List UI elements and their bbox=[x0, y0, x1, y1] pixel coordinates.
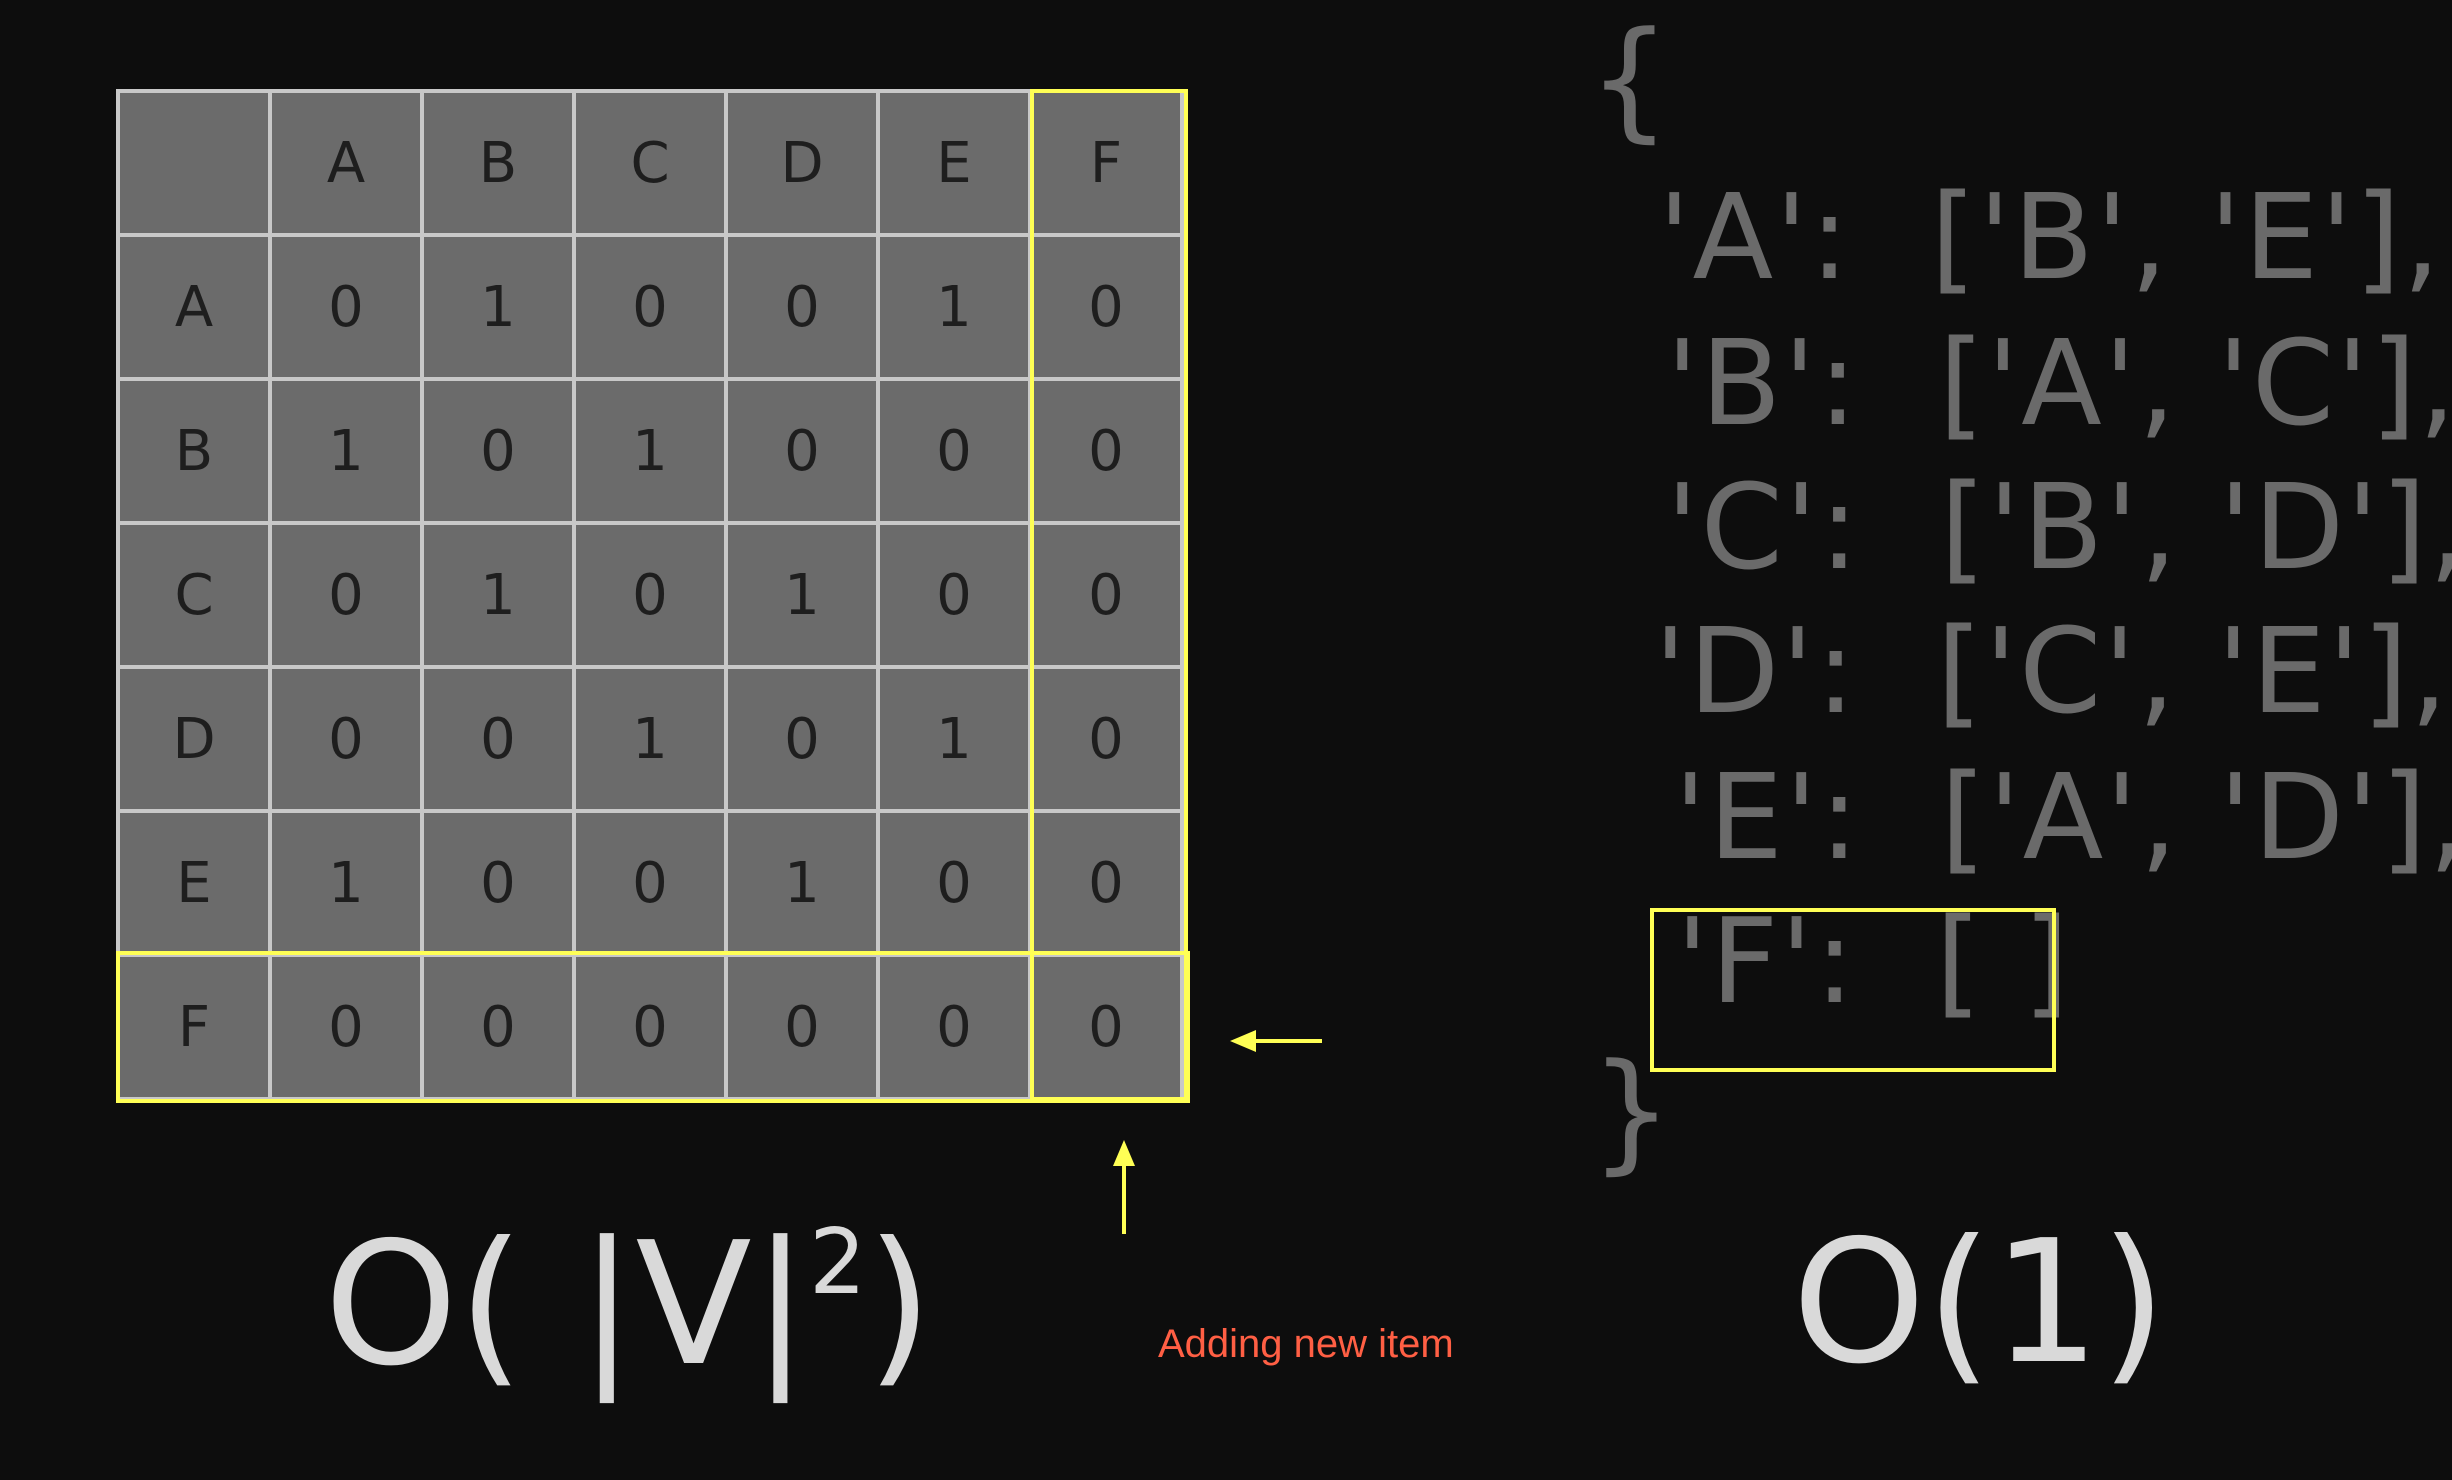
matrix-cell: 1 bbox=[724, 809, 880, 957]
matrix-row-header: D bbox=[116, 665, 272, 813]
matrix-row-header: C bbox=[116, 521, 272, 669]
matrix-column-header: F bbox=[1028, 89, 1184, 237]
matrix-cell: 0 bbox=[1028, 521, 1184, 669]
dict-entry-b: 'B': ['A', 'C'], bbox=[1666, 314, 2452, 452]
matrix-complexity: O( |V|2) bbox=[324, 1218, 933, 1391]
matrix-cell: 0 bbox=[876, 953, 1032, 1101]
matrix-cell: 0 bbox=[268, 665, 424, 813]
matrix-cell: 0 bbox=[724, 233, 880, 381]
matrix-cell: 1 bbox=[876, 665, 1032, 813]
matrix-complexity-exponent: 2 bbox=[809, 1210, 867, 1315]
adding-new-item-annotation: Adding new item bbox=[1158, 1322, 1454, 1366]
matrix-cell: 0 bbox=[420, 377, 576, 525]
matrix-complexity-suffix: ) bbox=[866, 1206, 933, 1404]
matrix-column-header: E bbox=[876, 89, 1032, 237]
matrix-cell: 0 bbox=[1028, 953, 1184, 1101]
dict-open-brace: { bbox=[1588, 3, 1671, 155]
matrix-column-header: C bbox=[572, 89, 728, 237]
matrix-row-header: A bbox=[116, 233, 272, 381]
matrix-cell: 0 bbox=[1028, 809, 1184, 957]
matrix-row-header: B bbox=[116, 377, 272, 525]
matrix-cell: 0 bbox=[420, 809, 576, 957]
dict-entry-a: 'A': ['B', 'E'], bbox=[1658, 168, 2443, 306]
matrix-cell: 0 bbox=[268, 953, 424, 1101]
left-arrow bbox=[1230, 1030, 1322, 1052]
matrix-cell: 1 bbox=[420, 233, 576, 381]
matrix-cell: 0 bbox=[420, 953, 576, 1101]
matrix-cell: 0 bbox=[876, 809, 1032, 957]
list-complexity: O(1) bbox=[1792, 1204, 2167, 1402]
matrix-cell: 1 bbox=[268, 809, 424, 957]
dict-entry-e: 'E': ['A', 'D'], bbox=[1674, 748, 2452, 886]
matrix-cell: 1 bbox=[724, 521, 880, 669]
matrix-cell: 0 bbox=[876, 521, 1032, 669]
dict-entry-d: 'D': ['C', 'E'], bbox=[1654, 602, 2450, 740]
matrix-cell: 0 bbox=[572, 233, 728, 381]
matrix-row-header: E bbox=[116, 809, 272, 957]
dict-entry-f: 'F': [ ] bbox=[1676, 892, 2072, 1030]
matrix-corner-cell bbox=[116, 89, 272, 237]
matrix-cell: 0 bbox=[724, 953, 880, 1101]
matrix-cell: 1 bbox=[572, 377, 728, 525]
matrix-cell: 0 bbox=[1028, 377, 1184, 525]
matrix-cell: 0 bbox=[268, 521, 424, 669]
matrix-cell: 1 bbox=[572, 665, 728, 813]
matrix-cell: 0 bbox=[268, 233, 424, 381]
matrix-complexity-prefix: O( |V| bbox=[324, 1206, 810, 1404]
matrix-cell: 0 bbox=[572, 521, 728, 669]
dict-entry-c: 'C': ['B', 'D'], bbox=[1666, 458, 2452, 596]
matrix-row-header: F bbox=[116, 953, 272, 1101]
matrix-cell: 1 bbox=[876, 233, 1032, 381]
matrix-column-header: A bbox=[268, 89, 424, 237]
matrix-cell: 0 bbox=[572, 809, 728, 957]
matrix-cell: 1 bbox=[420, 521, 576, 669]
matrix-cell: 0 bbox=[724, 665, 880, 813]
matrix-cell: 1 bbox=[268, 377, 424, 525]
up-arrow bbox=[1113, 1140, 1135, 1234]
matrix-cell: 0 bbox=[1028, 233, 1184, 381]
matrix-column-header: D bbox=[724, 89, 880, 237]
matrix-cell: 0 bbox=[572, 953, 728, 1101]
matrix-cell: 0 bbox=[724, 377, 880, 525]
matrix-cell: 0 bbox=[876, 377, 1032, 525]
dict-close-brace: } bbox=[1590, 1035, 1673, 1187]
matrix-column-header: B bbox=[420, 89, 576, 237]
matrix-cell: 0 bbox=[420, 665, 576, 813]
